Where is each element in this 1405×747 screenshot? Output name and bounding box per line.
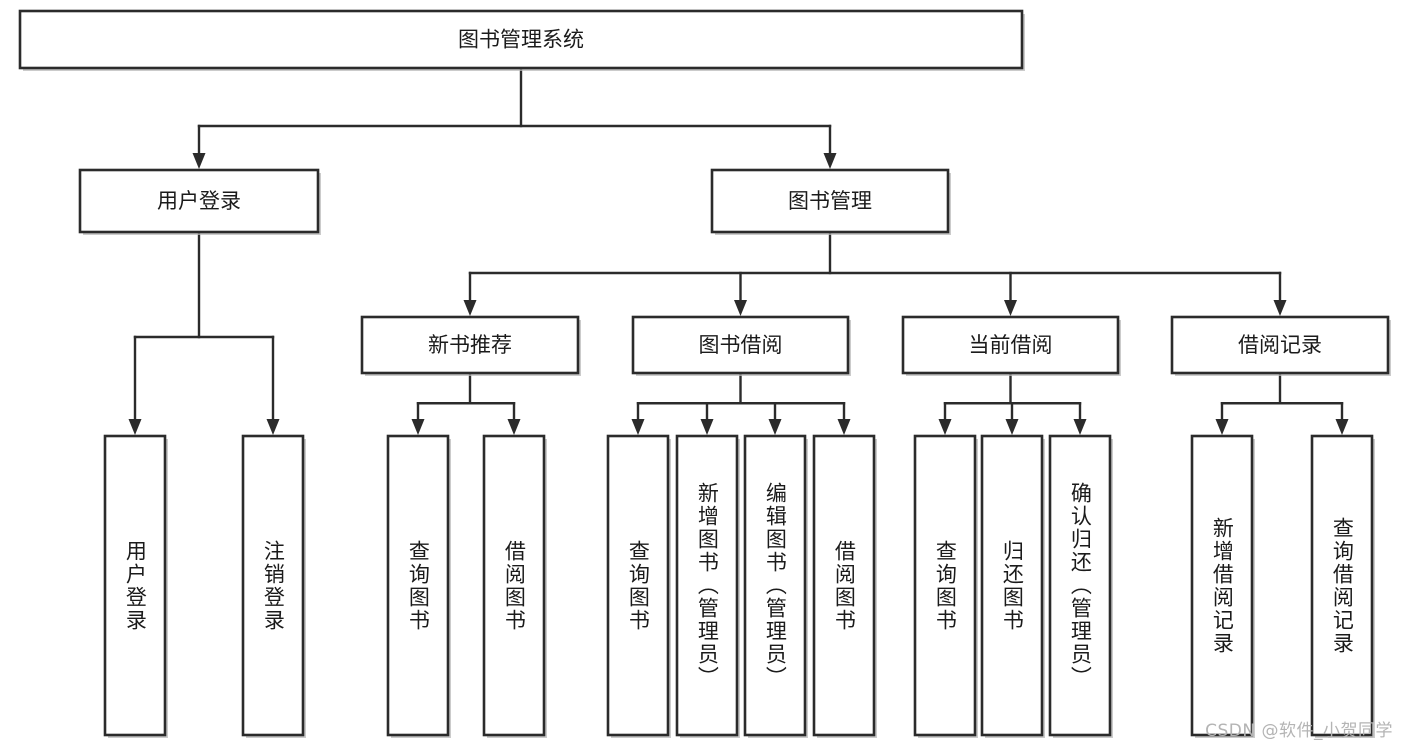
node-leaf-query-record[interactable] (1310, 434, 1375, 738)
node-label-new-book-recommend: 新书推荐 (428, 333, 512, 357)
connector-layer (128, 66, 1349, 435)
node-label-root: 图书管理系统 (458, 28, 584, 52)
node-new-book-recommend[interactable]: 新书推荐 (360, 315, 581, 376)
node-leaf-borrow-book-1[interactable] (482, 434, 547, 738)
node-borrow-record[interactable]: 借阅记录 (1170, 315, 1391, 376)
node-label-book-manage: 图书管理 (788, 189, 872, 213)
node-leaf-add-record[interactable] (1190, 434, 1255, 738)
node-leaf-confirm-return[interactable] (1048, 434, 1113, 738)
node-leaf-query-book-1[interactable] (386, 434, 451, 738)
node-label-borrow-record: 借阅记录 (1238, 333, 1322, 357)
node-book-manage[interactable]: 图书管理 (710, 168, 951, 235)
node-leaf-borrow-book-2[interactable] (812, 434, 877, 738)
watermark-text: CSDN @软件_小贺同学 (1205, 721, 1393, 741)
node-user-login[interactable]: 用户登录 (78, 168, 321, 235)
node-leaf-edit-book[interactable] (743, 434, 808, 738)
node-leaf-query-book-3[interactable] (913, 434, 978, 738)
node-label-current-borrow: 当前借阅 (969, 333, 1053, 357)
node-leaf-return-book[interactable] (980, 434, 1045, 738)
node-book-borrow[interactable]: 图书借阅 (631, 315, 851, 376)
node-leaf-query-book-2[interactable] (606, 434, 671, 738)
node-leaf-logout-login[interactable] (241, 434, 306, 738)
node-leaf-user-login[interactable] (103, 434, 168, 738)
node-root[interactable]: 图书管理系统 (18, 9, 1025, 71)
node-label-user-login: 用户登录 (157, 189, 241, 213)
node-current-borrow[interactable]: 当前借阅 (901, 315, 1121, 376)
node-leaf-add-book[interactable] (675, 434, 740, 738)
node-label-book-borrow: 图书借阅 (699, 333, 783, 357)
